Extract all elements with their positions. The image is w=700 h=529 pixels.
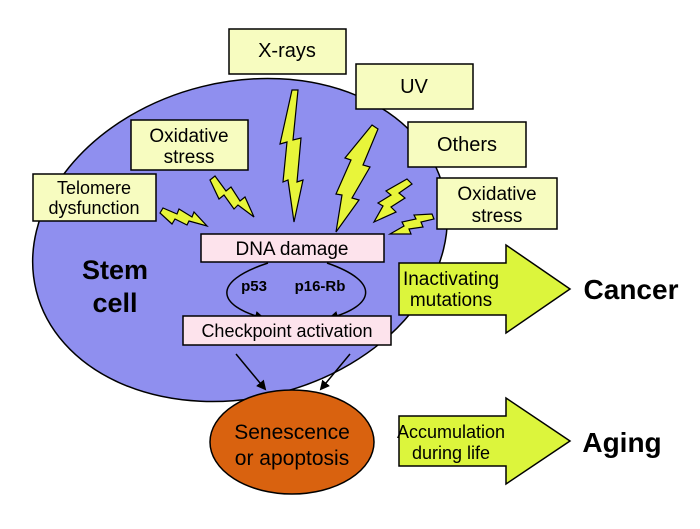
cancer-label: Cancer bbox=[584, 274, 679, 305]
senescence-apoptosis-node: Senescence or apoptosis bbox=[209, 389, 375, 495]
telomere-dysfunction-line2: dysfunction bbox=[48, 198, 139, 218]
p16rb-pathway-arrow bbox=[326, 262, 367, 321]
pathway-arrows bbox=[226, 262, 367, 321]
oxidative-stress-right-line2: stress bbox=[472, 206, 523, 227]
oxidative-stress-left-line2: stress bbox=[164, 147, 215, 168]
outcome-line1: Senescence bbox=[234, 421, 350, 444]
telomere-dysfunction-line1: Telomere bbox=[57, 178, 131, 198]
lightning-bolt-icon bbox=[209, 175, 255, 218]
lightning-bolt-icon bbox=[159, 207, 209, 228]
checkpoint-activation-label: Checkpoint activation bbox=[201, 321, 372, 341]
lightning-bolt-icon bbox=[279, 89, 304, 223]
p53-label: p53 bbox=[241, 278, 267, 295]
telomere-dysfunction-box: Telomere dysfunction bbox=[32, 173, 157, 222]
stem-cell-label-line2: cell bbox=[92, 288, 137, 318]
lightning-bolt-icon bbox=[372, 178, 413, 224]
lightning-bolts bbox=[159, 89, 435, 235]
oxidative-stress-right-box: Oxidative stress bbox=[436, 177, 558, 230]
inactivating-mutations-line1: Inactivating bbox=[403, 269, 499, 290]
stem-cell-label-line1: Stem bbox=[82, 255, 148, 285]
xrays-label: X-rays bbox=[258, 40, 316, 62]
aging-label: Aging bbox=[582, 427, 661, 458]
accumulation-line1: Accumulation bbox=[397, 422, 505, 442]
uv-label: UV bbox=[400, 76, 428, 98]
inactivating-mutations-arrow: Inactivating mutations bbox=[398, 243, 572, 335]
others-label: Others bbox=[437, 134, 497, 156]
arrow-to-outcome-left bbox=[235, 353, 267, 391]
p53-pathway-arrow bbox=[226, 262, 269, 321]
outcome-line2: or apoptosis bbox=[235, 447, 349, 470]
lightning-bolt-icon bbox=[387, 213, 435, 235]
arrow-to-outcome-right bbox=[319, 353, 351, 391]
dna-damage-box: DNA damage bbox=[200, 233, 385, 263]
p16rb-label: p16-Rb bbox=[295, 278, 346, 295]
inactivating-mutations-line2: mutations bbox=[410, 290, 492, 311]
checkpoint-activation-box: Checkpoint activation bbox=[182, 315, 392, 346]
xrays-box: X-rays bbox=[228, 28, 347, 75]
uv-box: UV bbox=[355, 63, 474, 110]
oxidative-stress-left-box: Oxidative stress bbox=[130, 119, 249, 171]
accumulation-arrow: Accumulation during life bbox=[397, 396, 572, 486]
lightning-bolt-icon bbox=[335, 124, 379, 233]
dna-damage-label: DNA damage bbox=[235, 239, 348, 260]
accumulation-line2: during life bbox=[412, 443, 490, 463]
oxidative-stress-left-line1: Oxidative bbox=[149, 126, 228, 147]
oxidative-stress-right-line1: Oxidative bbox=[457, 184, 536, 205]
others-box: Others bbox=[407, 121, 527, 168]
